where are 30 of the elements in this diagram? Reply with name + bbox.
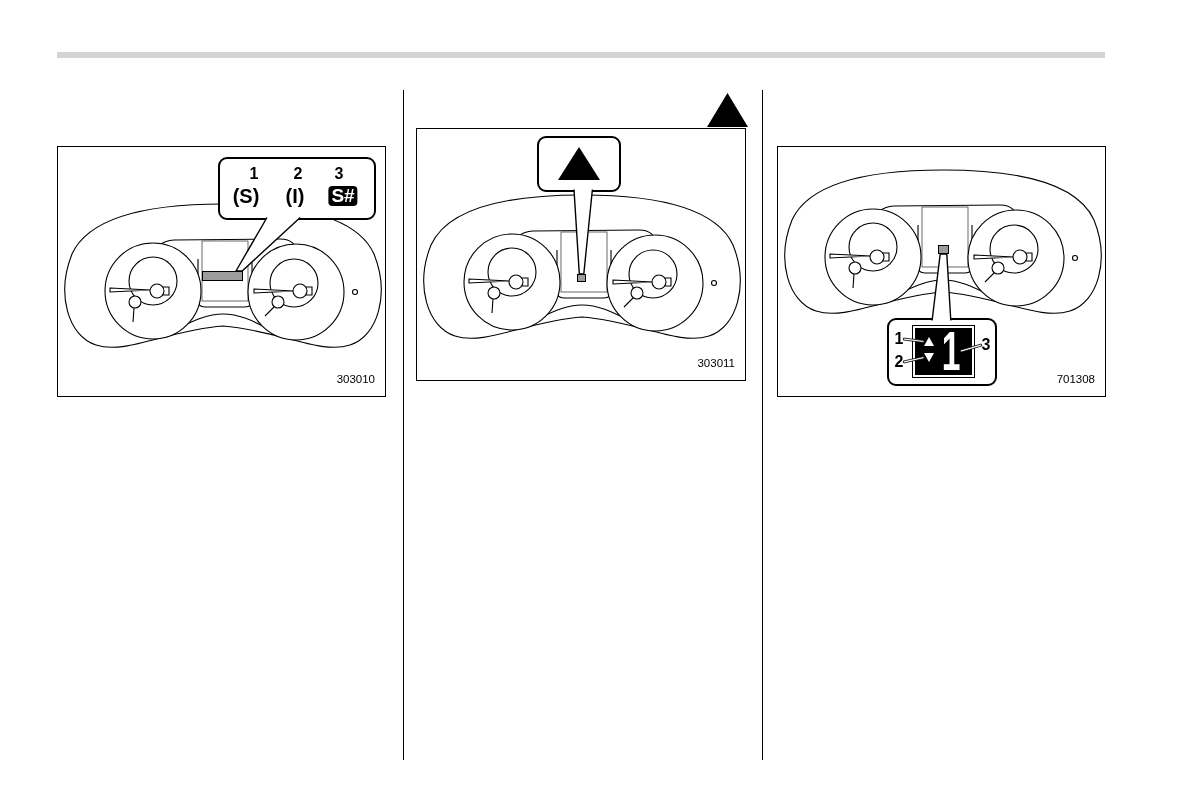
figure-frame xyxy=(777,146,1106,397)
indicator-symbol: (I) xyxy=(285,186,305,206)
callout-pointer xyxy=(931,253,952,322)
callout-pointer xyxy=(573,188,594,275)
callout-balloon xyxy=(537,136,621,192)
figure-frame xyxy=(416,128,746,381)
callout-number: 3 xyxy=(334,166,344,182)
callout-number: 1 xyxy=(249,166,259,182)
figure-number: 701308 xyxy=(1056,373,1095,385)
figure-frame xyxy=(57,146,386,397)
callout-pointer xyxy=(235,216,301,272)
indicator-symbol: (S) xyxy=(232,186,260,206)
callout-number: 2 xyxy=(293,166,303,182)
leader-line xyxy=(902,337,925,343)
display-bar xyxy=(202,271,243,281)
indicator-lamp xyxy=(577,274,586,282)
callout-balloon xyxy=(887,318,997,386)
display-panel xyxy=(912,325,975,378)
callout-number: 2 xyxy=(894,354,904,370)
callout-number: 3 xyxy=(981,337,991,353)
figure-number: 303010 xyxy=(336,373,375,385)
leader-line xyxy=(959,343,983,353)
figure-number: 303011 xyxy=(697,357,735,369)
indicator-lamp xyxy=(938,245,949,254)
indicator-symbol: S# xyxy=(328,186,358,206)
callout-number: 1 xyxy=(894,331,904,347)
display-digit: 1 xyxy=(941,326,961,377)
leader-line xyxy=(902,356,925,364)
down-triangle-icon xyxy=(924,353,934,362)
up-triangle-icon xyxy=(924,337,934,346)
